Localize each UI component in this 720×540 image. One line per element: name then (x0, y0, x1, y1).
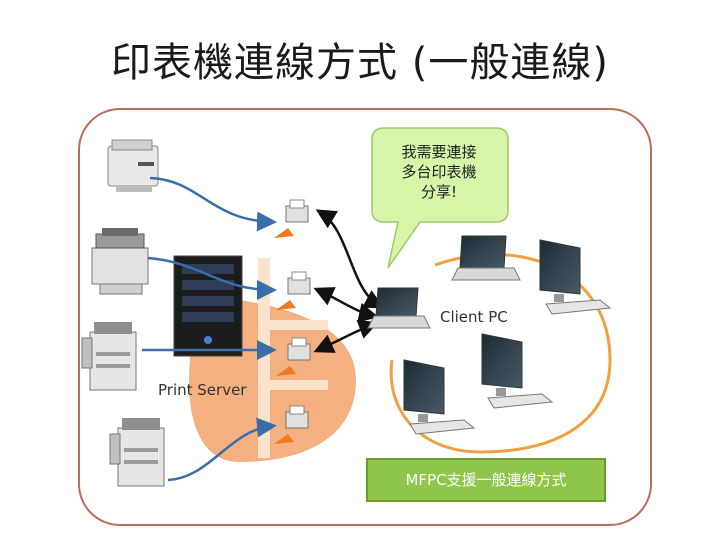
port-printer-icon (276, 337, 311, 376)
network-frame (78, 108, 652, 526)
server-tower-icon (173, 255, 243, 357)
client-pc-label: Client PC (440, 308, 508, 326)
client-laptop-icon (367, 287, 431, 329)
callout-bubble (371, 127, 509, 269)
printer-links (142, 176, 277, 482)
callout-line: 多台印表機 (401, 163, 477, 181)
copier-icon (81, 322, 137, 391)
port-printer-icon (274, 199, 309, 238)
desktop-monitor-icon (539, 239, 612, 315)
laptop-icon (451, 235, 521, 281)
laser-printer-icon (107, 139, 159, 192)
callout-text: 我需要連接 多台印表機 分享! (372, 142, 506, 202)
callout-line: 分享! (420, 183, 457, 201)
copier-icon-2 (109, 418, 165, 487)
callout-line: 我需要連接 (401, 143, 477, 161)
print-server-label: Print Server (158, 381, 247, 399)
port-printer-icon (276, 271, 311, 310)
desktop-monitor-icon (481, 333, 554, 409)
port-printer-icon (274, 405, 309, 444)
mfpc-note: MFPC支援一般連線方式 (366, 458, 606, 502)
page-title: 印表機連線方式 (一般連線) (111, 40, 609, 86)
mfp-printer-icon (91, 228, 149, 295)
desktop-monitor-icon (403, 359, 476, 435)
